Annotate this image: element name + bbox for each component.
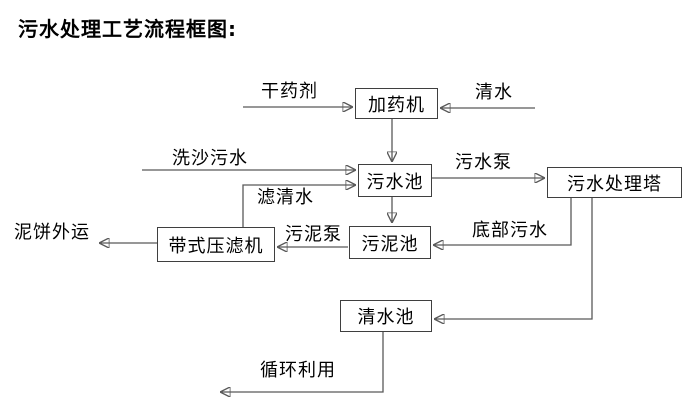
node-sludge-pool-label: 污泥池 bbox=[361, 233, 419, 255]
node-belt-filter-press-label: 带式压滤机 bbox=[168, 235, 264, 257]
label-clean-water: 清水 bbox=[475, 82, 513, 103]
label-sewage-pump: 污水泵 bbox=[455, 152, 512, 173]
edge-tower-bottom-sewage-to-sludge-pool bbox=[433, 198, 572, 245]
node-sewage-treatment-tower: 污水处理塔 bbox=[547, 167, 682, 198]
node-sludge-pool: 污泥池 bbox=[349, 226, 431, 259]
edge-clean-water-pool-to-recycle bbox=[220, 332, 384, 392]
label-bottom-sewage: 底部污水 bbox=[472, 220, 548, 241]
label-filtered-water: 滤清水 bbox=[257, 187, 314, 208]
node-clean-water-pool: 清水池 bbox=[340, 300, 432, 332]
edge-filtered-water-belt-press-to-sewage-pool bbox=[242, 185, 356, 227]
node-sewage-treatment-tower-label: 污水处理塔 bbox=[567, 173, 662, 195]
page-title: 污水处理工艺流程框图: bbox=[18, 17, 237, 41]
node-dosing-machine: 加药机 bbox=[355, 88, 438, 119]
label-sludge-pump: 污泥泵 bbox=[285, 224, 342, 245]
edge-tower-to-clean-water-pool bbox=[434, 198, 593, 319]
node-sewage-pool-label: 污水池 bbox=[366, 171, 424, 193]
node-sewage-pool: 污水池 bbox=[358, 164, 432, 197]
label-mud-cake-outbound: 泥饼外运 bbox=[14, 222, 90, 243]
node-dosing-machine-label: 加药机 bbox=[368, 94, 425, 116]
label-recycle-use: 循环利用 bbox=[260, 360, 336, 381]
label-sand-washing-sewage: 洗沙污水 bbox=[172, 148, 248, 169]
node-belt-filter-press: 带式压滤机 bbox=[157, 227, 275, 262]
node-clean-water-pool-label: 清水池 bbox=[357, 307, 415, 328]
label-dry-chemical: 干药剂 bbox=[261, 81, 318, 102]
